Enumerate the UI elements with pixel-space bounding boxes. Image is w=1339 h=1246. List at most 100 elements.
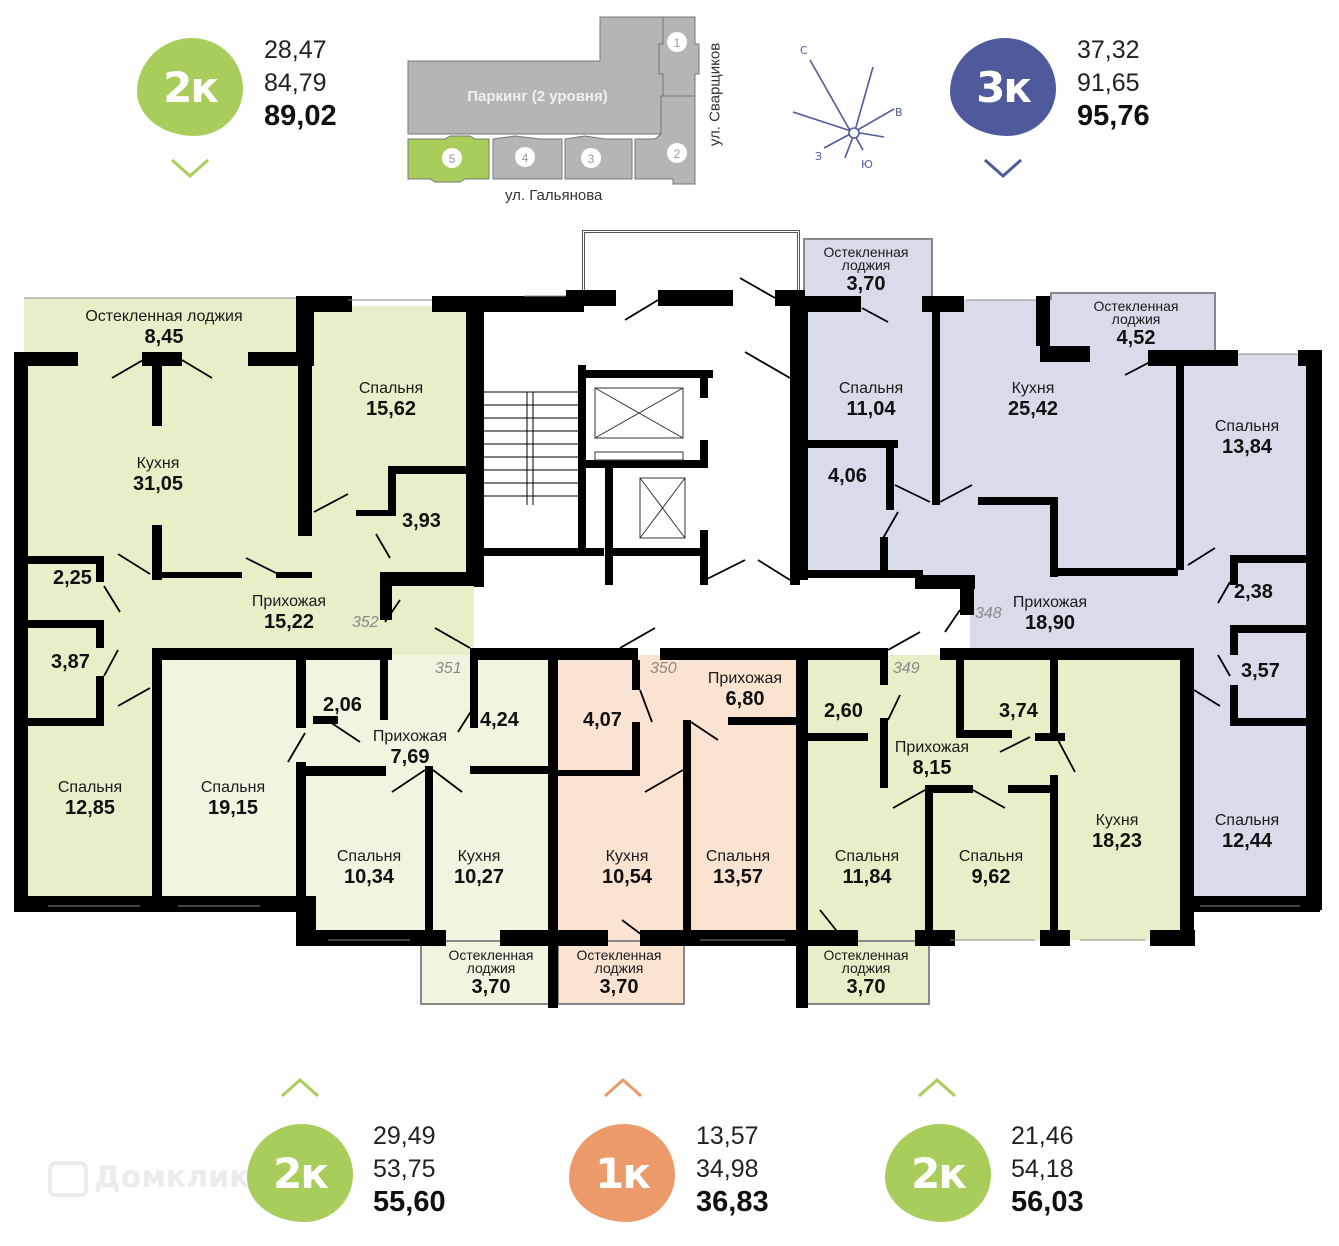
full-area: 95,76 — [1077, 100, 1150, 132]
full-area: 56,03 — [1011, 1186, 1084, 1218]
compass-rose-icon — [792, 59, 895, 159]
apt-352-hall[interactable] — [100, 575, 390, 655]
room-count-badge: 2к — [247, 1124, 353, 1222]
living-area: 21,46 — [1011, 1122, 1074, 1150]
bathroom-area: 3,57 — [1241, 660, 1280, 682]
parking-label: Паркинг (2 уровня) — [467, 88, 608, 105]
total-area: 34,98 — [696, 1155, 759, 1183]
chevron-down-icon[interactable] — [983, 158, 1023, 178]
chevron-up-icon[interactable] — [280, 1078, 320, 1098]
chevron-up-icon[interactable] — [917, 1078, 957, 1098]
svg-text:3: 3 — [588, 152, 595, 166]
compass-east: В — [895, 106, 903, 119]
chevron-up-icon[interactable] — [603, 1078, 643, 1098]
apt-348-hall[interactable] — [970, 575, 1315, 655]
bathroom-area: 3,87 — [51, 651, 90, 673]
area-stats: 13,57 34,98 36,83 — [696, 1120, 769, 1219]
core-balcony — [582, 230, 800, 298]
section-1: 1 — [674, 36, 681, 50]
area-stats: 21,46 54,18 56,03 — [1011, 1120, 1084, 1219]
apt-350-loggia[interactable] — [557, 940, 685, 1005]
apartment-number-352: 352 — [352, 614, 379, 631]
domclick-watermark: Домклик — [48, 1160, 250, 1197]
total-area: 54,18 — [1011, 1155, 1074, 1183]
bathroom-area: 2,25 — [53, 567, 92, 589]
living-area: 29,49 — [373, 1122, 436, 1150]
full-area: 36,83 — [696, 1186, 769, 1218]
apt-351-bedroom-large[interactable] — [158, 655, 303, 910]
chevron-down-icon[interactable] — [170, 158, 210, 178]
bathroom-area: 2,38 — [1234, 581, 1273, 603]
bathroom-area: 2,60 — [824, 700, 863, 722]
total-area: 91,65 — [1077, 69, 1140, 97]
apartment-number-348: 348 — [975, 605, 1002, 622]
apt-348-loggia-a[interactable] — [803, 238, 933, 300]
area-stats: 28,47 84,79 89,02 — [264, 34, 337, 133]
apartment-number-351: 351 — [435, 660, 462, 677]
bathroom-area: 4,24 — [480, 709, 519, 731]
full-area: 89,02 — [264, 100, 337, 132]
apt-349-loggia[interactable] — [805, 940, 930, 1005]
apt-350-main[interactable] — [555, 655, 800, 940]
apt-351-loggia[interactable] — [420, 940, 553, 1005]
apartment-number-350: 350 — [650, 660, 677, 677]
full-area: 55,60 — [373, 1186, 446, 1218]
bathroom-area: 4,07 — [583, 709, 622, 731]
total-area: 53,75 — [373, 1155, 436, 1183]
bathroom-area: 3,74 — [999, 700, 1038, 722]
room-count-badge: 2к — [137, 38, 243, 136]
svg-text:4: 4 — [522, 151, 529, 165]
apt-348-upper[interactable] — [803, 300, 1053, 575]
area-stats: 29,49 53,75 55,60 — [373, 1120, 446, 1219]
compass-west: З — [815, 150, 823, 163]
apartment-number-349: 349 — [893, 660, 920, 677]
street-galyanova: ул. Гальянова — [505, 187, 603, 204]
apt-348-loggia-b[interactable] — [1050, 292, 1216, 354]
total-area: 84,79 — [264, 69, 327, 97]
site-plan-map: 1 2 3 4 5 — [407, 16, 700, 185]
room-count-badge: 2к — [885, 1124, 991, 1222]
living-area: 13,57 — [696, 1122, 759, 1150]
bathroom-area: 4,06 — [828, 465, 867, 487]
compass-north: С — [800, 44, 808, 57]
apt-349-main[interactable] — [805, 655, 1190, 940]
house-logo-icon — [48, 1160, 88, 1197]
room-count-badge: 3к — [950, 38, 1056, 136]
area-stats: 37,32 91,65 95,76 — [1077, 34, 1150, 133]
compass-south: Ю — [861, 158, 873, 171]
svg-text:5: 5 — [449, 152, 456, 166]
apt-352-loggia[interactable] — [24, 298, 299, 354]
living-area: 28,47 — [264, 36, 327, 64]
svg-text:2: 2 — [674, 147, 681, 161]
room-count-badge: 1к — [569, 1124, 675, 1222]
bathroom-area: 2,06 — [323, 694, 362, 716]
living-area: 37,32 — [1077, 36, 1140, 64]
